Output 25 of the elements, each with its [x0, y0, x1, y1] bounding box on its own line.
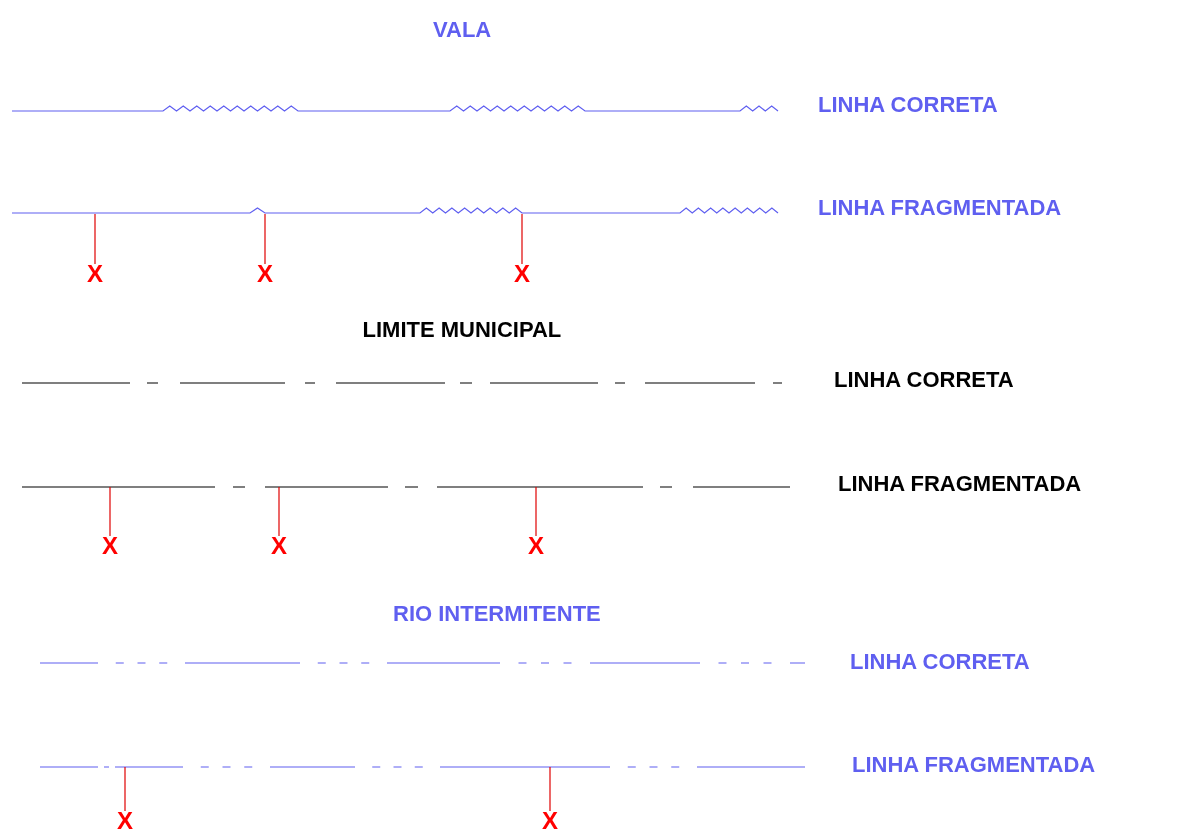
leader-line	[264, 213, 266, 265]
x-mark: X	[255, 263, 275, 285]
line-type-label: LINHA FRAGMENTADA	[818, 195, 1062, 221]
line-type-label: LINHA CORRETA	[818, 92, 998, 118]
section-heading: LIMITE MUNICIPAL	[362, 317, 562, 343]
leader-line	[109, 486, 111, 537]
line-type-label: LINHA FRAGMENTADA	[852, 752, 1096, 778]
leader-line	[549, 766, 551, 812]
x-mark: X	[85, 263, 105, 285]
x-mark: X	[115, 810, 135, 832]
line-type-label: LINHA CORRETA	[834, 367, 1014, 393]
x-mark: X	[100, 535, 120, 557]
x-mark: X	[526, 535, 546, 557]
line-type-label: LINHA CORRETA	[850, 649, 1030, 675]
leader-line	[94, 213, 96, 265]
x-mark: X	[512, 263, 532, 285]
section-heading: RIO INTERMITENTE	[393, 601, 601, 627]
leader-line	[535, 486, 537, 537]
line-type-label: LINHA FRAGMENTADA	[838, 471, 1082, 497]
x-mark: X	[540, 810, 560, 832]
leader-line	[521, 213, 523, 265]
section-heading: VALA	[433, 17, 492, 43]
leader-line	[278, 486, 280, 537]
x-mark: X	[269, 535, 289, 557]
leader-line	[124, 766, 126, 812]
